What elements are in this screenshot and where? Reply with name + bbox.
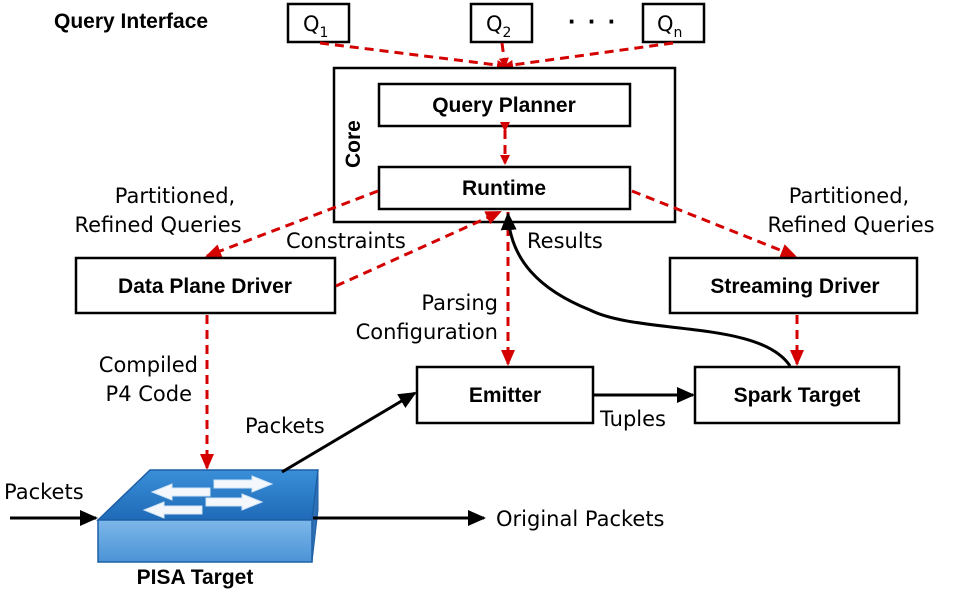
- query1-to-core-arrow: [319, 41, 507, 70]
- runtime-label: Runtime: [462, 177, 546, 200]
- configuration-label: Configuration: [356, 320, 498, 344]
- runtime-to-dataplane-arrow: [205, 189, 379, 258]
- pisa-target-label: PISA Target: [137, 566, 254, 589]
- left-partitioned-line2: Refined Queries: [74, 213, 241, 237]
- query-2-label: Q: [486, 12, 503, 36]
- compiled-label: Compiled: [99, 353, 198, 377]
- query-n-sub: n: [674, 25, 683, 41]
- query-planner-label: Query Planner: [432, 94, 576, 117]
- spark-target-box: [693, 365, 901, 425]
- query-box-2: Q2: [469, 2, 534, 44]
- core-label: Core: [342, 120, 365, 168]
- packets-in-label: Packets: [4, 480, 84, 504]
- streaming-driver-label: Streaming Driver: [710, 275, 879, 298]
- data-plane-driver-box: [74, 256, 337, 315]
- runtime-box: [377, 165, 632, 211]
- query-interface-label: Query Interface: [54, 10, 208, 33]
- svg-text:Q2: Q2: [486, 12, 511, 41]
- results-label: Results: [527, 229, 603, 253]
- svg-text:Qn: Qn: [657, 12, 682, 41]
- query-ellipsis: · · ·: [568, 6, 618, 36]
- query-planner-box: [377, 82, 632, 128]
- query-box-1: Q1: [286, 2, 351, 44]
- tuples-label: Tuples: [599, 407, 666, 431]
- spark-target-label: Spark Target: [734, 384, 861, 407]
- emitter-label: Emitter: [469, 384, 541, 407]
- query2-to-core-arrow: [499, 42, 509, 68]
- pisa-switch-icon: [96, 469, 319, 563]
- p4-code-label: P4 Code: [106, 382, 192, 406]
- query-2-sub: 2: [503, 25, 512, 41]
- right-partitioned-line2: Refined Queries: [767, 213, 934, 237]
- streaming-driver-box: [668, 256, 919, 315]
- svg-text:Q1: Q1: [303, 12, 328, 41]
- query-1-label: Q: [303, 12, 320, 36]
- data-plane-driver-label: Data Plane Driver: [118, 275, 292, 298]
- original-packets-label: Original Packets: [496, 507, 665, 531]
- query-box-n: Qn: [641, 2, 706, 44]
- query-n-label: Q: [657, 12, 674, 36]
- packets-to-emitter-label: Packets: [245, 414, 325, 438]
- left-partitioned-line1: Partitioned,: [115, 184, 235, 208]
- parsing-label: Parsing: [421, 291, 498, 315]
- results-arrow: [500, 212, 792, 367]
- constraints-label: Constraints: [286, 229, 406, 253]
- packets-to-emitter-arrow: [281, 391, 417, 474]
- emitter-box: [415, 365, 595, 425]
- right-partitioned-line1: Partitioned,: [789, 184, 909, 208]
- query-1-sub: 1: [320, 25, 329, 41]
- queryn-to-core-arrow: [503, 41, 674, 70]
